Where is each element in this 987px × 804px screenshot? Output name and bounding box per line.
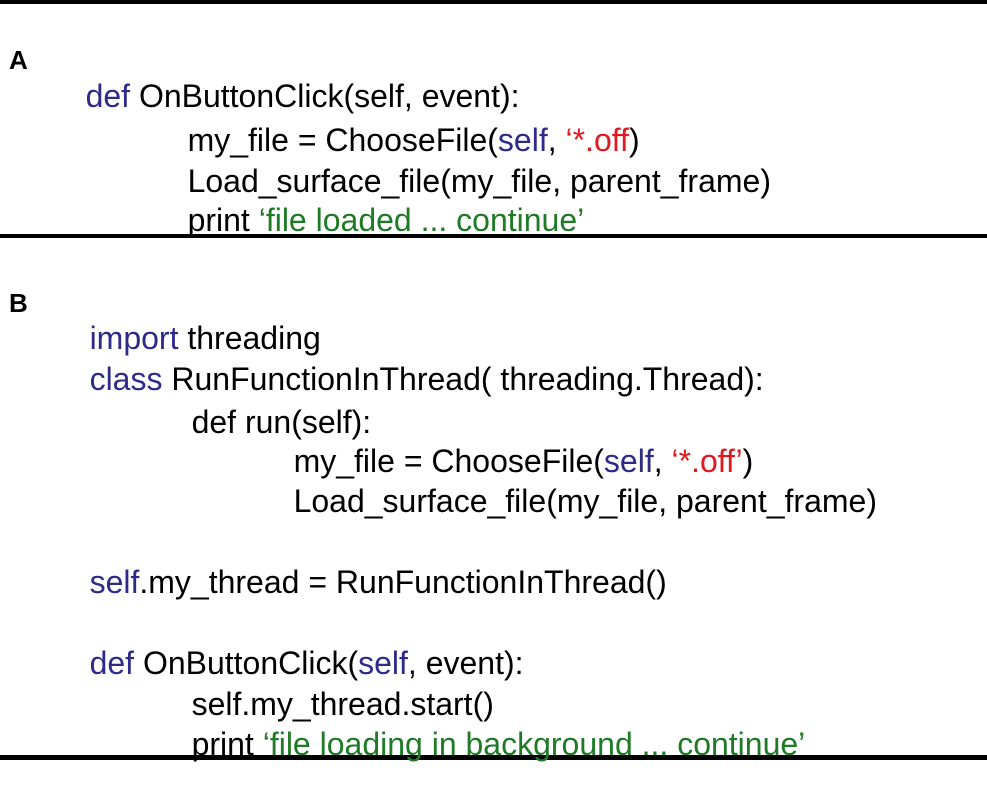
code-line: class RunFunctionInThread( threading.Thr…: [89, 361, 764, 397]
code-line: Load_surface_file(my_file, parent_frame): [187, 163, 771, 199]
panel-label-b: B: [9, 288, 28, 318]
code-line: print ‘file loaded ... continue’: [187, 202, 585, 238]
code-line: self.my_thread = RunFunctionInThread(): [89, 564, 667, 600]
bottom-rule: [0, 755, 987, 760]
code-line: import threading: [89, 320, 321, 356]
code-line: self.my_thread.start(): [191, 686, 494, 722]
code-line: print ‘file loading in background ... co…: [191, 726, 806, 762]
top-rule: [0, 0, 987, 4]
panel-divider-rule: [0, 234, 987, 238]
panel-label-a: A: [9, 45, 28, 75]
code-line: my_file = ChooseFile(self, ‘*.off’): [293, 443, 754, 479]
code-line: my_file = ChooseFile(self, ‘*.off): [187, 122, 640, 158]
code-line: Load_surface_file(my_file, parent_frame): [293, 483, 877, 519]
code-line: def OnButtonClick(self, event):: [89, 645, 524, 681]
code-line: def run(self):: [191, 404, 372, 440]
code-line: def OnButtonClick(self, event):: [85, 78, 520, 114]
